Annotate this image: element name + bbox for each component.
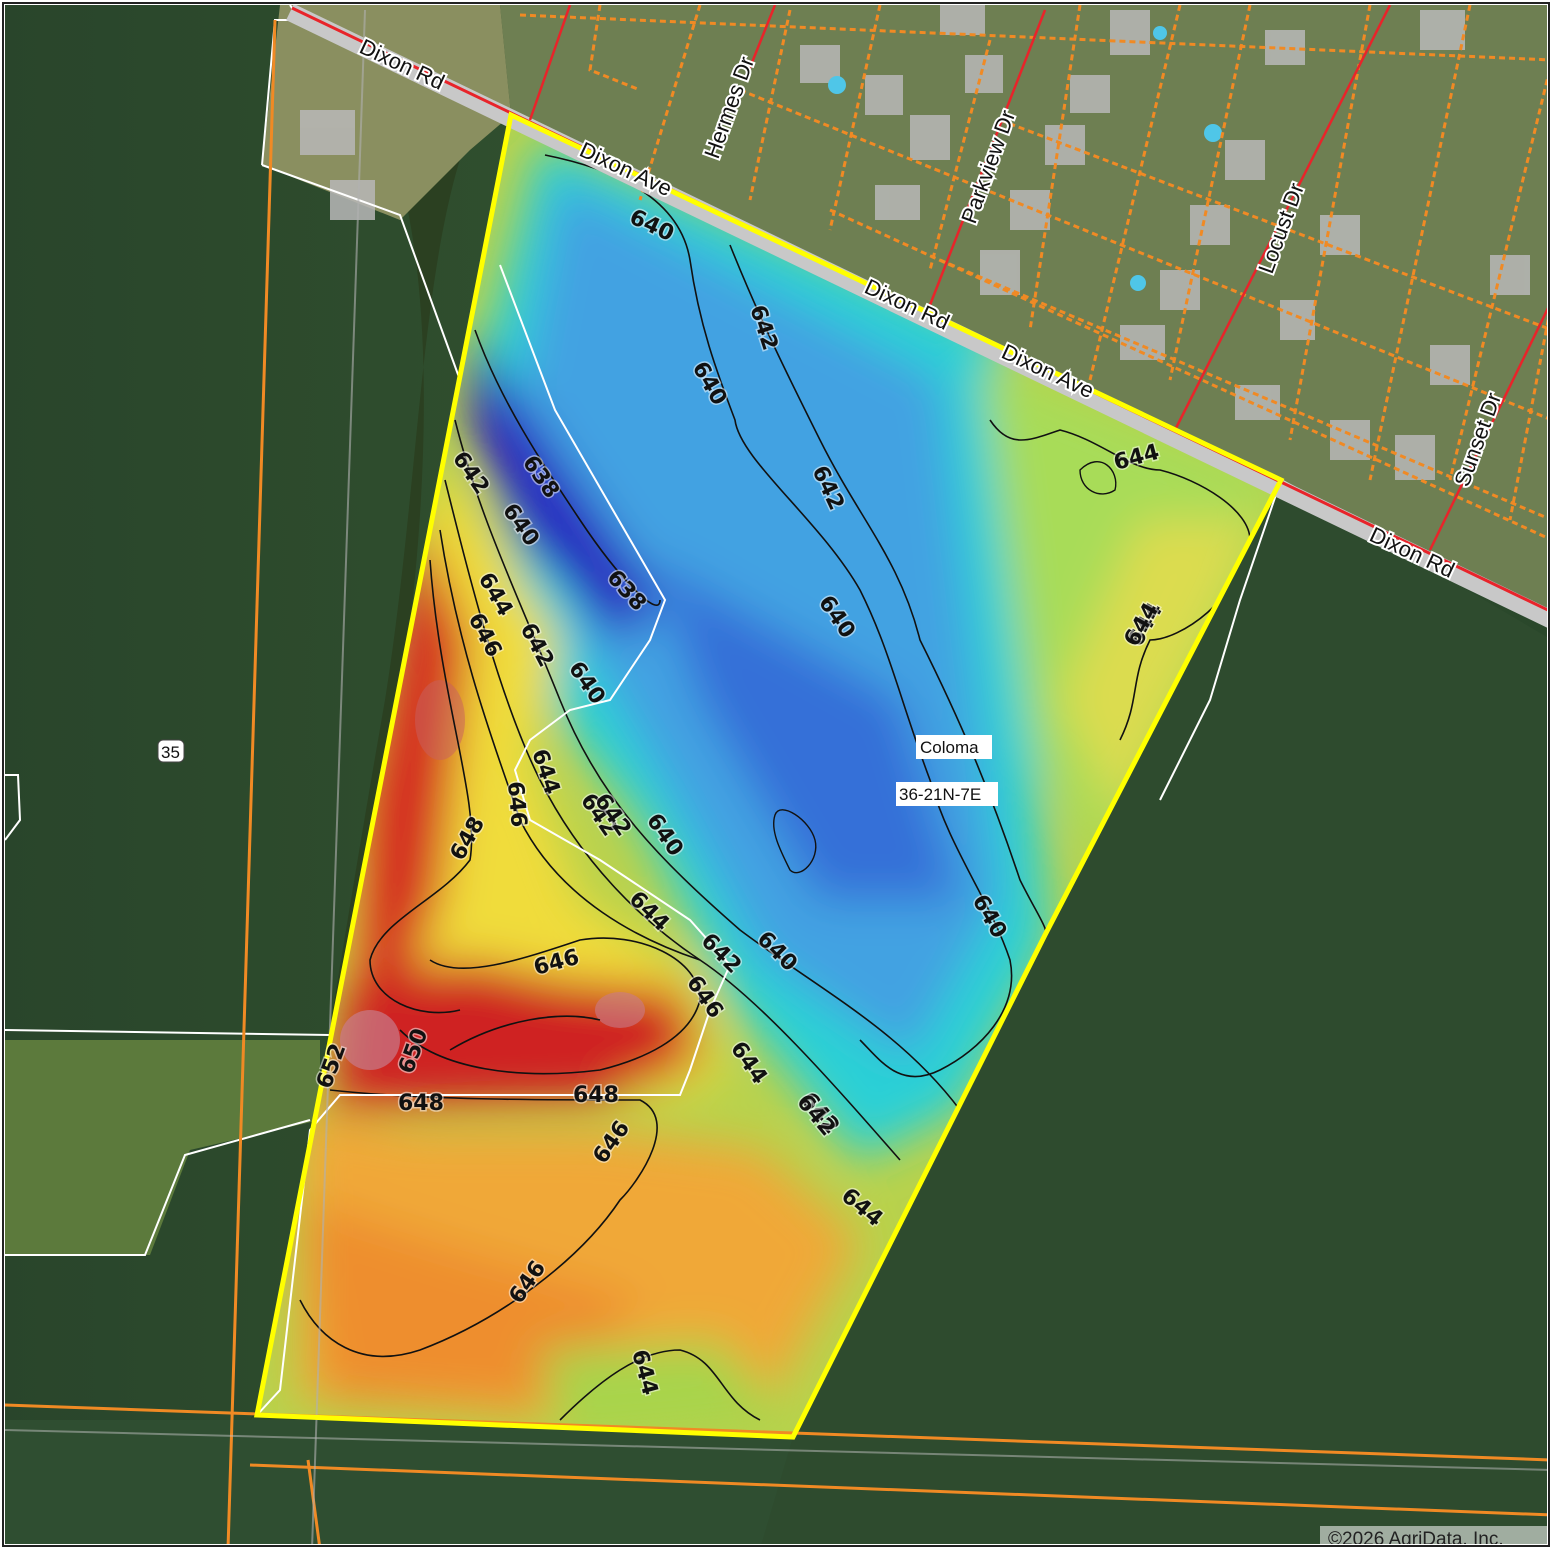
township-label-box <box>916 735 992 759</box>
township-label[interactable]: Coloma <box>916 735 992 759</box>
section-label-35[interactable]: 35 <box>157 739 185 763</box>
farmstead-area <box>262 5 511 220</box>
field-boundary[interactable] <box>253 111 1285 1440</box>
township-name: Coloma <box>920 738 979 757</box>
contour-label: 648 <box>398 1091 444 1116</box>
contour-label: 646 <box>502 780 531 828</box>
lot-lines-orange <box>519 5 1547 540</box>
residential-area <box>500 5 1547 608</box>
copyright: ©2026 AgriData, Inc. <box>1328 1529 1504 1549</box>
str-label[interactable]: 36-21N-7E <box>896 782 998 806</box>
contour-label: 648 <box>573 1083 619 1108</box>
section-number: 35 <box>161 743 180 762</box>
section-label-box <box>157 739 185 763</box>
contour-small <box>773 461 1117 874</box>
crop-field-east <box>761 480 1547 1544</box>
pools <box>828 26 1222 291</box>
str-label-box <box>896 782 998 806</box>
contour-lines <box>299 154 1251 1421</box>
copyright-bg <box>1320 1526 1547 1544</box>
section-township-range: 36-21N-7E <box>899 785 981 804</box>
